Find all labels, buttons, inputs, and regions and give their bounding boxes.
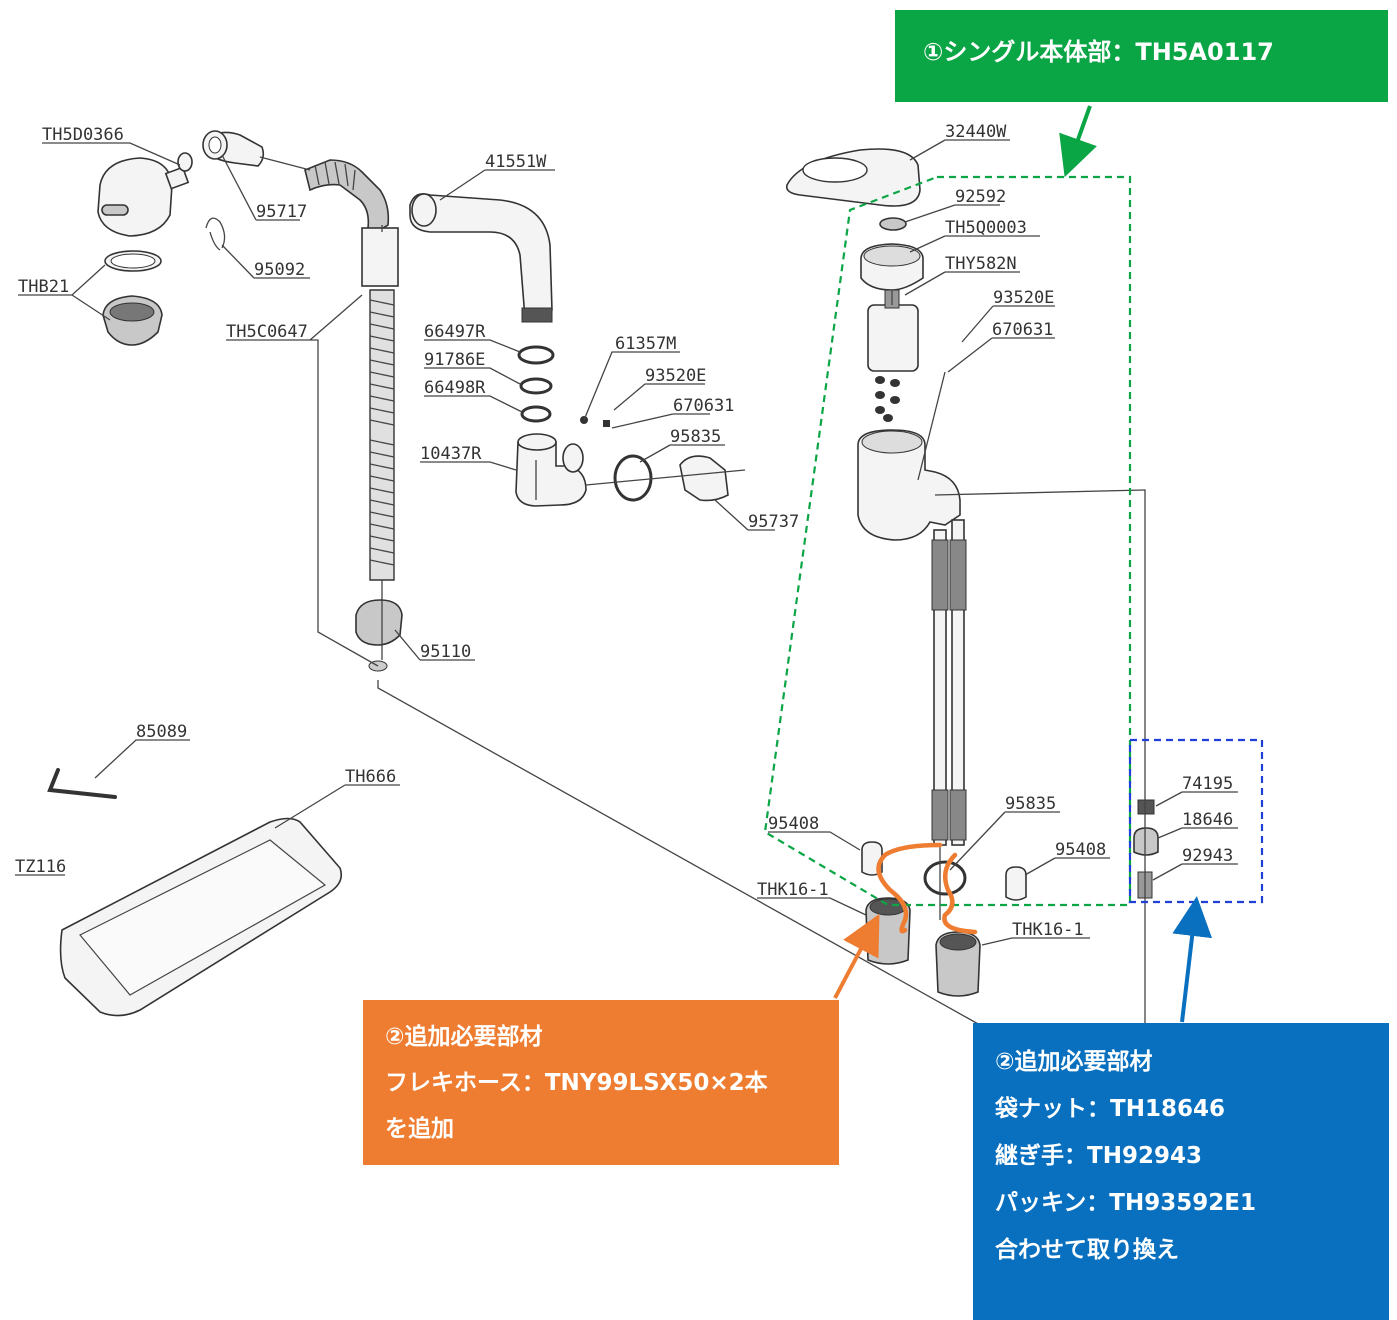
label-95408-left: 95408 (768, 814, 819, 834)
label-TH5D0366: TH5D0366 (42, 125, 124, 145)
blue-arrow (1172, 896, 1213, 1023)
connector-parts-blue (1133, 799, 1159, 899)
label-TH5Q0003: TH5Q0003 (945, 218, 1027, 238)
shower-hose (361, 227, 399, 600)
blue-line-2: 袋ナット：TH18646 (995, 1096, 1225, 1122)
label-TZ116: TZ116 (15, 857, 66, 877)
elbow-10437R (515, 433, 587, 507)
shower-head (97, 157, 190, 237)
label-32440W: 32440W (945, 122, 1007, 142)
label-93520E-left: 93520E (645, 366, 706, 386)
screw-92592 (879, 217, 907, 231)
callout-arrows (833, 105, 1213, 1023)
sleeve-95408-right (1005, 866, 1027, 901)
label-41551W: 41551W (485, 152, 547, 172)
label-66497R: 66497R (424, 322, 486, 342)
label-61357M: 61357M (615, 334, 676, 354)
tray-TH666 (59, 817, 343, 1017)
label-670631-right: 670631 (992, 320, 1053, 340)
label-THY582N: THY582N (945, 254, 1017, 274)
label-THB21: THB21 (18, 277, 69, 297)
body-casting (857, 429, 961, 541)
cartridge-THY582N (867, 289, 919, 422)
part-labels: TH5D0366 95717 95092 THB21 41551W TH5C06… (15, 122, 1233, 940)
adapter-95717 (202, 130, 265, 167)
label-95717: 95717 (256, 202, 307, 222)
label-91786E: 91786E (424, 350, 485, 370)
callout-single-body-text: ①シングル本体部：TH5A0117 (923, 38, 1274, 66)
blue-line-4: パッキン：TH93592E1 (995, 1190, 1256, 1216)
spout-41551W (409, 192, 553, 323)
callout-single-body: ①シングル本体部：TH5A0117 (895, 10, 1388, 102)
label-85089: 85089 (136, 722, 187, 742)
label-95835-right: 95835 (1005, 794, 1056, 814)
small-coupling (177, 152, 193, 172)
label-95110: 95110 (420, 642, 471, 662)
orange-line-2: フレキホース：TNY99LSX50×2本 (385, 1070, 768, 1096)
assembly-lines (259, 156, 1146, 1026)
blue-line-3: 継ぎ手：TH92943 (995, 1143, 1202, 1169)
leader-lines (15, 139, 1238, 946)
label-THK16-1-right: THK16-1 (1012, 920, 1084, 940)
label-95408-right: 95408 (1055, 840, 1106, 860)
label-TH666: TH666 (345, 767, 396, 787)
orange-flex-hoses (876, 842, 978, 935)
hose-top-fitting (304, 159, 390, 231)
label-670631-left: 670631 (673, 396, 734, 416)
blue-line-1: ②追加必要部材 (995, 1049, 1153, 1075)
label-74195: 74195 (1182, 774, 1233, 794)
label-95092: 95092 (254, 260, 305, 280)
clamp-95737 (679, 455, 729, 502)
clip-95092 (205, 217, 226, 251)
label-95737: 95737 (748, 512, 799, 532)
shower-strainer (102, 295, 163, 346)
label-93520E-right: 93520E (993, 288, 1054, 308)
orange-line-3: を追加 (385, 1116, 454, 1142)
o-rings-left (517, 345, 555, 423)
label-10437R: 10437R (420, 444, 482, 464)
shower-ring (104, 250, 162, 272)
label-95835-left: 95835 (670, 427, 721, 447)
hex-key-85089 (47, 768, 117, 799)
hose-weight-95110 (355, 599, 403, 672)
callout-connector-parts: ②追加必要部材 袋ナット：TH18646 継ぎ手：TH92943 パッキン：TH… (973, 1023, 1389, 1320)
blue-line-5: 合わせて取り換え (995, 1237, 1179, 1263)
green-dashed-outline (763, 175, 1132, 907)
lever-handle-32440W (785, 148, 921, 207)
valve-THK16-1-right (935, 931, 981, 997)
label-66498R: 66498R (424, 378, 486, 398)
label-92943: 92943 (1182, 846, 1233, 866)
orange-arrow (833, 913, 880, 999)
packing-95835-left (613, 454, 653, 502)
nut-TH5Q0003 (860, 243, 924, 291)
green-arrow (1059, 105, 1097, 178)
orange-line-1: ②追加必要部材 (385, 1024, 543, 1050)
callout-flex-hose: ②追加必要部材 フレキホース：TNY99LSX50×2本 を追加 (363, 1000, 839, 1165)
label-TH5C0647: TH5C0647 (226, 322, 308, 342)
label-18646: 18646 (1182, 810, 1233, 830)
label-92592: 92592 (955, 187, 1006, 207)
supply-tubes (931, 519, 967, 846)
label-THK16-1-left: THK16-1 (757, 880, 829, 900)
